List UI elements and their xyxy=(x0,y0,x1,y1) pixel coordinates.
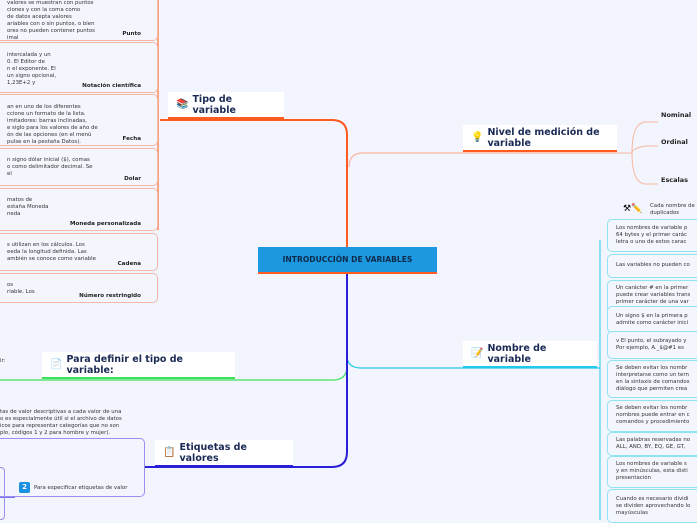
type-description: valores se muestran con puntos ciones y … xyxy=(7,0,95,41)
topic-para-definir-tipo[interactable]: 📄Para definir el tipo de variable: xyxy=(42,352,235,379)
define-type-text: ir: xyxy=(0,358,6,364)
type-description: matos de estaña Moneda neda xyxy=(7,197,49,217)
labels-step-label[interactable]: Para especificar etiquetas de valor xyxy=(34,485,128,491)
level-nominal[interactable]: Nominal xyxy=(661,111,692,119)
type-label: Notación científica xyxy=(82,83,141,89)
name-rule-card: Las variables no pueden co xyxy=(607,254,697,278)
lightbulb-icon: 💡 xyxy=(471,132,484,143)
level-escalas[interactable]: Escalas xyxy=(661,176,689,184)
type-card-dolar: n signo dólar inicial ($), comas o como … xyxy=(0,148,158,186)
labels-description: tas de valor descriptivas a cada valor d… xyxy=(0,409,122,436)
type-label: Cadena xyxy=(117,261,141,267)
labels-subcard xyxy=(0,467,5,520)
topic-nivel-de-medicion[interactable]: 💡Nivel de medición de variable xyxy=(463,125,617,152)
name-rule-card: Los nombres de variable s y en minúscula… xyxy=(607,456,697,488)
books-icon: 📚 xyxy=(176,99,189,110)
name-rule-card: v El punto, el subrayado y Por ejemplo, … xyxy=(607,331,697,359)
name-rule-card: Un signo $ en la primera p admite como c… xyxy=(607,306,697,333)
memo-icon: 📝 xyxy=(471,348,484,359)
topic-tipo-de-variable[interactable]: 📚Tipo de variable xyxy=(168,92,284,119)
type-description: n signo dólar inicial ($), comas o como … xyxy=(7,157,93,177)
topic-title: Etiquetas de valores xyxy=(179,441,247,464)
name-rule-card: Los nombres de variable p 64 bytes y el … xyxy=(607,219,697,252)
topic-etiquetas-de-valores[interactable]: 📋Etiquetas de valores xyxy=(155,440,293,467)
type-description: intercalada y un 0. El Editor de n el ex… xyxy=(7,52,57,86)
clipboard-icon: 📋 xyxy=(163,447,176,458)
topic-nombre-de-variable[interactable]: 📝Nombre de variable xyxy=(463,341,597,368)
topic-title: Tipo de variable xyxy=(192,93,236,116)
topic-title: Para definir el tipo de variable: xyxy=(66,353,183,376)
topic-title: Nombre de variable xyxy=(487,342,547,365)
type-label: Dolar xyxy=(124,176,141,182)
name-rule-card: Las palabras reservadas no ALL, AND, BY,… xyxy=(607,432,697,456)
name-rule-card: Se deben evitar los nombr interpretarse … xyxy=(607,360,697,398)
tools-icon: ⚒✏️ xyxy=(623,204,643,214)
type-description: s utilizan en los cálculos. Los eeda la … xyxy=(7,242,97,262)
name-note: Cada nombre de duplicados xyxy=(650,203,695,216)
type-card-cadena: s utilizan en los cálculos. Los eeda la … xyxy=(0,233,158,271)
type-card-fecha: an en uno de los diferentes ccione un fo… xyxy=(0,94,158,146)
type-description: an en uno de los diferentes ccione un fo… xyxy=(7,104,98,145)
type-label: Fecha xyxy=(122,136,141,142)
name-rule-card: Cuando es necesario dividi se dividen ap… xyxy=(607,489,697,523)
labels-card xyxy=(0,438,145,497)
type-card-punto: valores se muestran con puntos ciones y … xyxy=(0,0,158,41)
topic-title: Nivel de medición de variable xyxy=(487,126,600,149)
level-ordinal[interactable]: Ordinal xyxy=(661,138,688,146)
type-description: os riable. Los xyxy=(7,282,35,295)
central-topic[interactable]: INTRODUCCIÓN DE VARIABLES xyxy=(258,247,437,274)
name-rule-card: Se deben evitar los nombr nombres puede … xyxy=(607,400,697,432)
central-title: INTRODUCCIÓN DE VARIABLES xyxy=(282,255,413,264)
type-label: Número restringido xyxy=(79,293,141,299)
type-label: Punto xyxy=(122,31,141,37)
number-2-icon: 2 xyxy=(19,482,30,493)
type-card-notacion-cientifica: intercalada y un 0. El Editor de n el ex… xyxy=(0,42,158,93)
document-icon: 📄 xyxy=(50,359,63,370)
type-label: Moneda personalizada xyxy=(69,221,141,227)
